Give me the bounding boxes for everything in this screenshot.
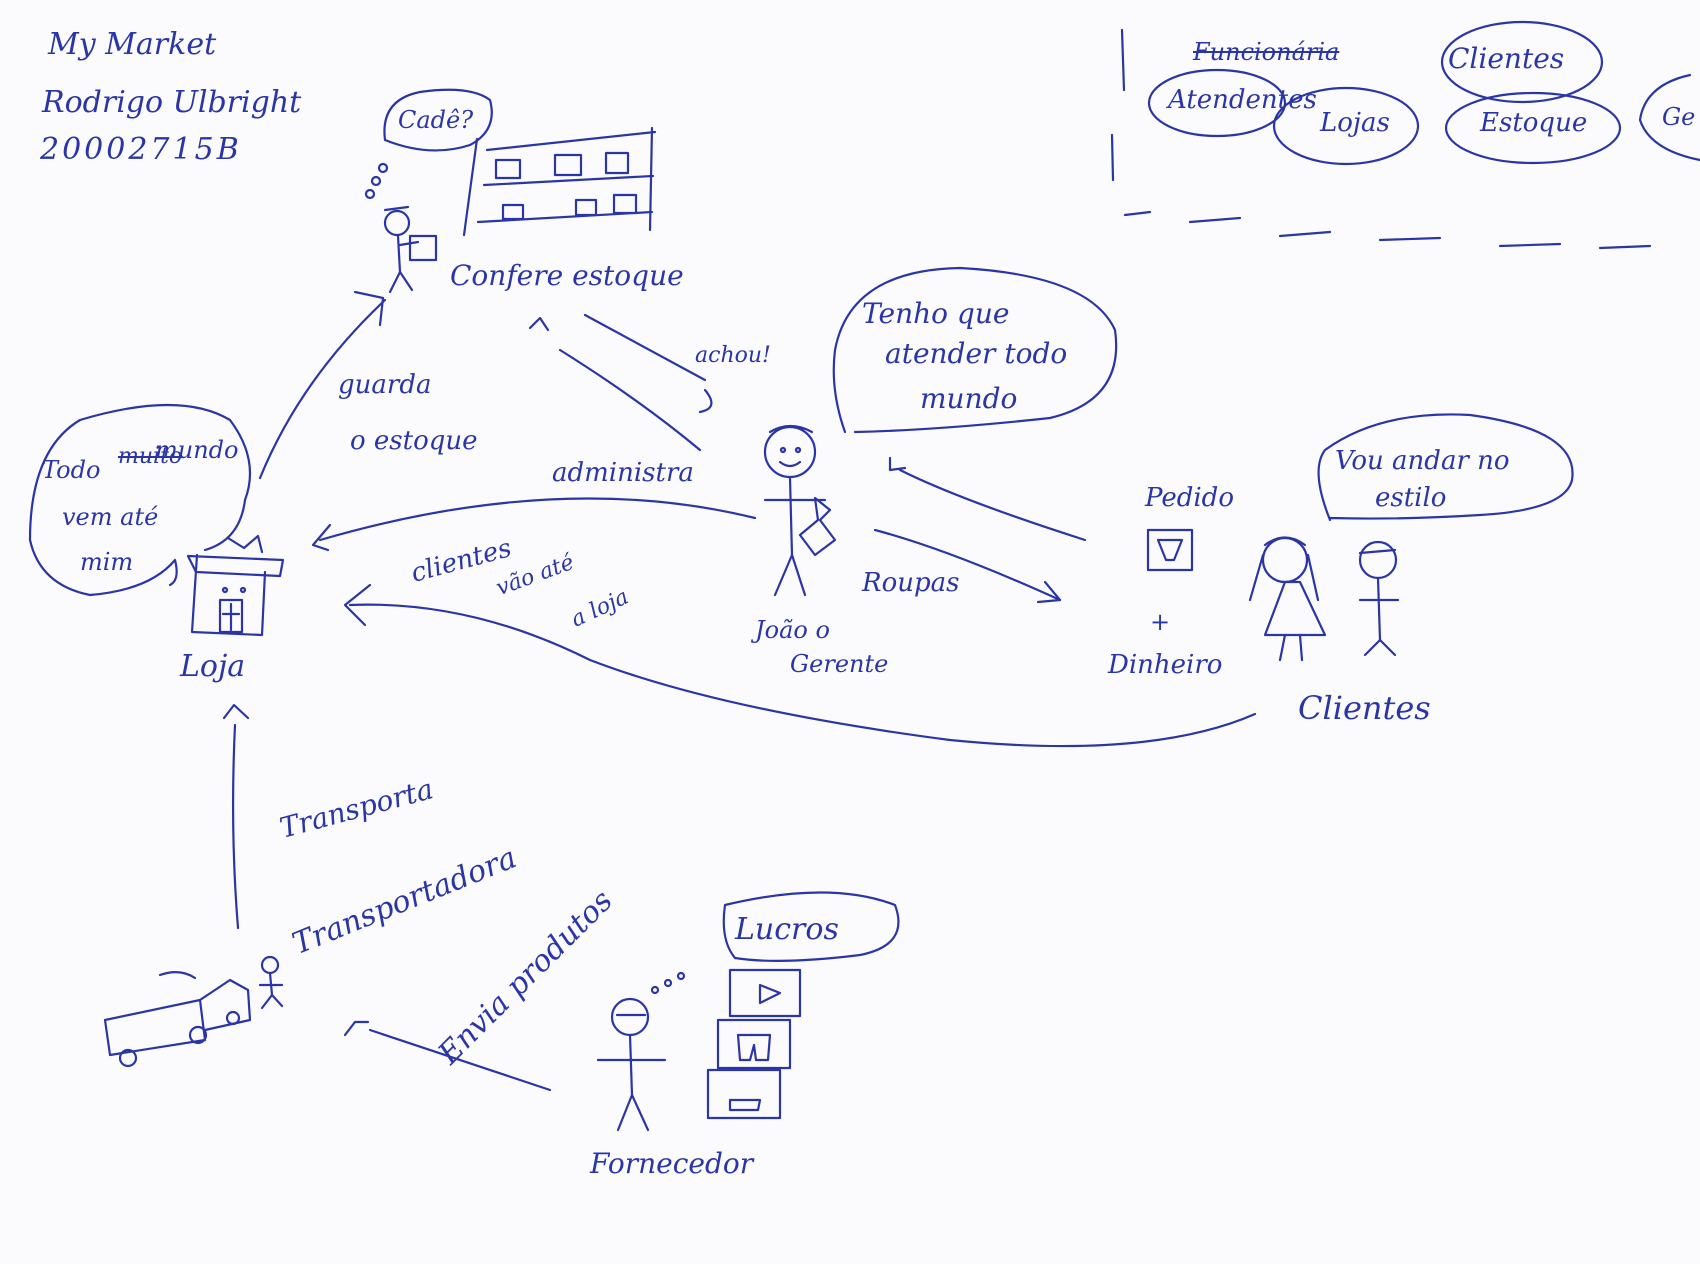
bubble-lojas [1272, 86, 1420, 166]
manager-label-line2: Gerente [790, 650, 889, 678]
edge-clientes [348, 603, 1257, 748]
edge-envia [368, 1028, 552, 1092]
edge-label-achou: achou! [695, 343, 771, 368]
bubble-ge [1638, 73, 1700, 162]
legend-estoque: Estoque [1480, 108, 1588, 138]
shop-thought-line4: mim [80, 548, 134, 576]
carrier-truck [103, 955, 284, 1068]
cade-thought-text: Cadê? [398, 106, 474, 134]
shop-thought-line2: mundo [155, 436, 239, 464]
order-plus: + [1150, 608, 1171, 636]
product-box-1 [728, 968, 802, 1018]
shop-thought-struck: muito [118, 444, 183, 469]
cade-thought-bubble [383, 88, 493, 152]
edge-label-guarda-1: guarda [338, 370, 432, 400]
clients-label: Clientes [1298, 689, 1431, 727]
shelf-drawing [462, 126, 657, 237]
shop-thought-line3: vem até [62, 503, 159, 531]
manager-label-line1: João o [755, 616, 830, 644]
supplier-label: Fornecedor [590, 1147, 754, 1180]
money-label: Dinheiro [1108, 650, 1223, 680]
edge-label-guarda-2: o estoque [350, 426, 478, 456]
edge-confere [558, 348, 702, 452]
edge-label-roupas: Roupas [862, 568, 960, 598]
confere-estoque-label: Confere estoque [450, 259, 684, 292]
author-id: 20002715B [40, 132, 242, 167]
product-box-3 [706, 1068, 782, 1120]
edge-roupas [873, 528, 1062, 602]
legend-frame [1110, 20, 1700, 250]
product-box-2 [716, 1018, 792, 1070]
stock-worker-figure [364, 88, 493, 294]
order-label: Pedido [1145, 483, 1234, 513]
legend-struck-item: Funcionária [1193, 38, 1340, 66]
manager-figure [763, 266, 1118, 597]
supplier-figure [596, 891, 900, 1132]
edge-label-administra: administra [552, 458, 694, 488]
lucros-thought-text: Lucros [735, 912, 839, 947]
manager-speech-line3: mundo [920, 382, 1018, 415]
shop-label: Loja [180, 649, 246, 684]
project-title: My Market [48, 27, 217, 62]
clients-speech-line1: Vou andar no [1335, 446, 1510, 476]
legend-clientes: Clientes [1448, 42, 1565, 75]
order-icon [1146, 528, 1194, 572]
edge-pedido [898, 468, 1087, 542]
edge-administra [318, 497, 757, 542]
legend-atendentes: Atendentes [1168, 85, 1317, 115]
bubble-estoque [1444, 91, 1622, 165]
bubble-atendentes [1147, 68, 1287, 138]
manager-speech-line2: atender todo [885, 337, 1068, 370]
legend-ge: Ge [1662, 103, 1696, 131]
edge-transporta [231, 723, 240, 930]
manager-speech-bubble [832, 266, 1118, 434]
author-name: Rodrigo Ulbright [42, 85, 302, 120]
edge-achou [583, 313, 707, 382]
manager-speech-line1: Tenho que [862, 297, 1010, 330]
clients-speech-bubble [1317, 413, 1574, 522]
clients-figures [1146, 413, 1574, 662]
lucros-thought-bubble [722, 891, 900, 962]
bubble-clientes [1440, 20, 1604, 104]
clients-speech-line2: estilo [1375, 483, 1447, 513]
shop-thought-bubble [28, 403, 252, 597]
legend-lojas: Lojas [1320, 108, 1390, 138]
edge-guarda [258, 298, 387, 480]
shop-thought-line1: Todo [42, 456, 101, 484]
shop-drawing [28, 403, 285, 637]
diagram-edges [222, 290, 1257, 1092]
